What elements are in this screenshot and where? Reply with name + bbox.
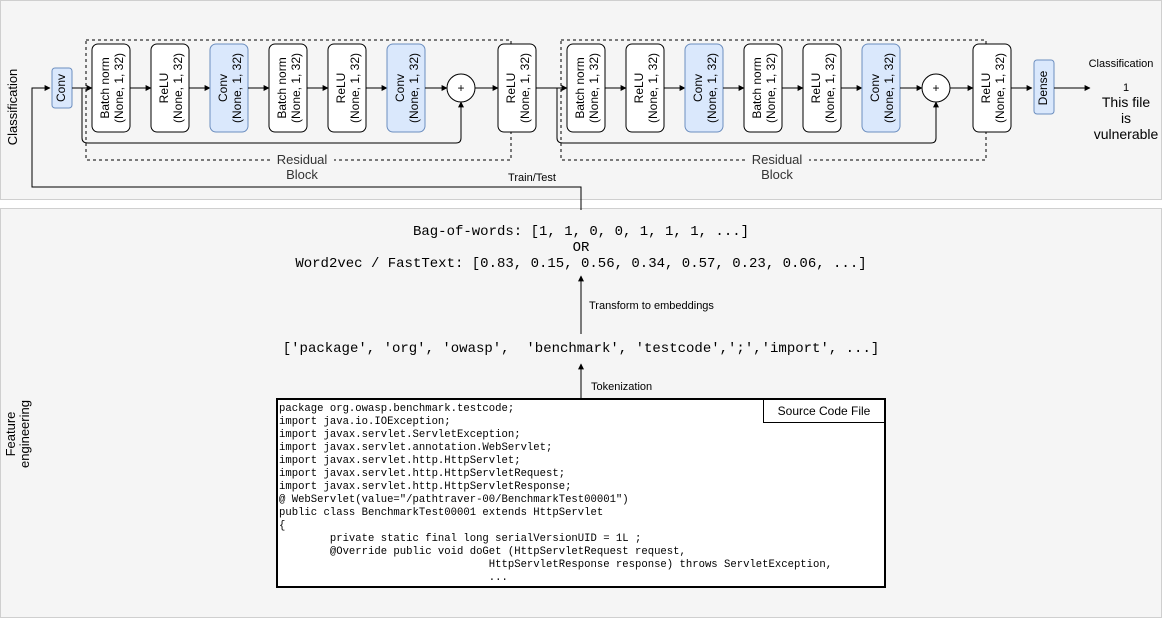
- block2-residual-label: Residual: [752, 152, 803, 167]
- block2-layer-5-name: ReLU: [809, 73, 823, 104]
- dense-node: [1033, 59, 1055, 115]
- block1-layer-2-shape: (None, 1, 32): [171, 53, 185, 123]
- block1-skip-connection: [81, 88, 464, 144]
- block2-layer-3-shape: (None, 1, 32): [705, 53, 719, 123]
- block2-layer-2-shape: (None, 1, 32): [646, 53, 660, 123]
- block1-layer-1-shape: (None, 1, 32): [112, 53, 126, 123]
- block1-layer-6-shape: (None, 1, 32): [407, 53, 421, 123]
- block2-layer-3-name: Conv: [691, 74, 705, 102]
- output-text-line: is: [1121, 110, 1131, 126]
- train-test-connector: [31, 85, 582, 210]
- block1-layer-3-name: Conv: [216, 74, 230, 102]
- block2-layer-6-name: Conv: [868, 74, 882, 102]
- block1-after-relu-shape: (None, 1, 32): [518, 53, 532, 123]
- block2-layer-1-shape: (None, 1, 32): [587, 53, 601, 123]
- block1-layer-4-name: Batch norm: [275, 57, 289, 118]
- bag-of-words-text: Bag-of-words: [1, 1, 0, 0, 1, 1, 1, ...]: [412, 224, 750, 240]
- input-conv-label: Conv: [54, 74, 68, 102]
- block1-add-symbol: +: [457, 81, 464, 95]
- block2-label-bg: [745, 152, 809, 166]
- block2-layer-2-name: ReLU: [632, 73, 646, 104]
- block2-block-label: Block: [761, 167, 793, 182]
- block1-layer-6-name: Conv: [393, 74, 407, 102]
- source-code-file-title: Source Code File: [763, 399, 885, 423]
- block1-residual-label: Residual: [277, 152, 328, 167]
- block2-layer-5-shape: (None, 1, 32): [823, 53, 837, 123]
- block2-layer-1-name: Batch norm: [573, 57, 587, 118]
- train-test-label: Train/Test: [508, 172, 556, 184]
- block2-add-symbol: +: [932, 81, 939, 95]
- tokens-text: ['package', 'org', 'owasp', 'benchmark',…: [282, 341, 880, 357]
- block1-block-label: Block: [286, 167, 318, 182]
- block2-layer-6-shape: (None, 1, 32): [882, 53, 896, 123]
- source-code-file: package org.owasp.benchmark.testcode; im…: [276, 398, 886, 588]
- output-text-line: This file: [1102, 94, 1150, 110]
- source-code-text: package org.owasp.benchmark.testcode; im…: [279, 403, 833, 584]
- block2-after-relu-shape: (None, 1, 32): [993, 53, 1007, 123]
- block1-layer-4-shape: (None, 1, 32): [289, 53, 303, 123]
- block1-layer-1-name: Batch norm: [98, 57, 112, 118]
- block2-after-relu-name: ReLU: [979, 73, 993, 104]
- transform-to-embeddings-label: Transform to embeddings: [589, 300, 714, 312]
- word2vec-text: Word2vec / FastText: [0.83, 0.15, 0.56, …: [295, 256, 867, 272]
- dense-label: Dense: [1036, 70, 1050, 105]
- output-text-line: vulnerable: [1094, 126, 1159, 142]
- tokenization-label: Tokenization: [591, 381, 653, 393]
- output-header: Classification: [1089, 58, 1154, 70]
- block1-layer-5-name: ReLU: [334, 73, 348, 104]
- output-value: 1: [1123, 82, 1129, 94]
- block1-layer-2-name: ReLU: [157, 73, 171, 104]
- block2-layer-4-shape: (None, 1, 32): [764, 53, 778, 123]
- or-text: OR: [572, 240, 590, 256]
- block1-after-relu-name: ReLU: [504, 73, 518, 104]
- block2-skip-connection: [556, 88, 939, 144]
- block1-layer-3-shape: (None, 1, 32): [230, 53, 244, 123]
- block1-label-bg: [270, 152, 334, 166]
- block2-layer-4-name: Batch norm: [750, 57, 764, 118]
- block1-layer-5-shape: (None, 1, 32): [348, 53, 362, 123]
